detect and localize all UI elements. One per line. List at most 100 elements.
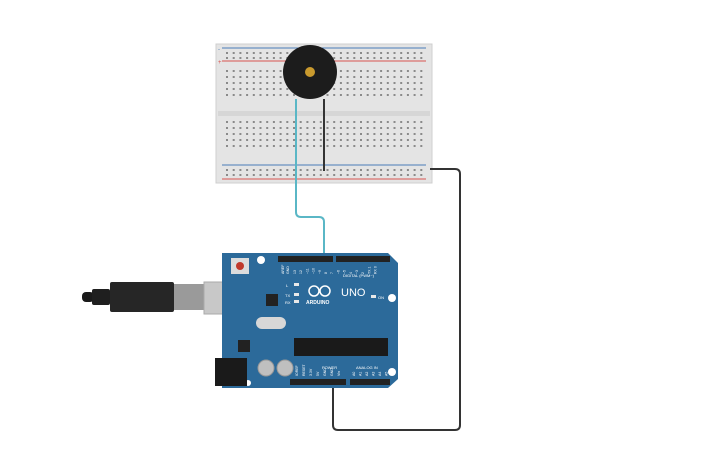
breadboard-hole[interactable] xyxy=(299,121,302,123)
breadboard-hole[interactable] xyxy=(286,127,289,129)
breadboard-hole[interactable] xyxy=(259,70,262,72)
breadboard-hole[interactable] xyxy=(239,52,242,54)
breadboard-hole[interactable] xyxy=(326,121,329,123)
breadboard-hole[interactable] xyxy=(393,145,396,147)
breadboard-hole[interactable] xyxy=(373,139,376,141)
breadboard-hole[interactable] xyxy=(353,88,356,90)
breadboard-hole[interactable] xyxy=(272,57,275,59)
breadboard-hole[interactable] xyxy=(226,139,228,141)
breadboard-hole[interactable] xyxy=(246,121,249,123)
breadboard-hole[interactable] xyxy=(252,174,255,176)
breadboard-hole[interactable] xyxy=(252,94,255,96)
breadboard-hole[interactable] xyxy=(380,121,383,123)
breadboard-hole[interactable] xyxy=(373,169,376,171)
breadboard-hole[interactable] xyxy=(413,169,416,171)
breadboard-hole[interactable] xyxy=(252,127,255,129)
breadboard-hole[interactable] xyxy=(226,88,228,90)
breadboard-hole[interactable] xyxy=(353,127,356,129)
breadboard-hole[interactable] xyxy=(380,57,383,59)
breadboard-hole[interactable] xyxy=(299,169,302,171)
breadboard-hole[interactable] xyxy=(373,82,376,84)
breadboard-hole[interactable] xyxy=(360,169,362,171)
breadboard-hole[interactable] xyxy=(339,121,342,123)
breadboard-hole[interactable] xyxy=(400,127,403,129)
breadboard-hole[interactable] xyxy=(232,121,235,123)
breadboard-hole[interactable] xyxy=(353,121,356,123)
breadboard-hole[interactable] xyxy=(400,169,403,171)
breadboard-hole[interactable] xyxy=(239,121,242,123)
breadboard-hole[interactable] xyxy=(400,145,403,147)
breadboard-hole[interactable] xyxy=(400,88,403,90)
breadboard-hole[interactable] xyxy=(319,121,322,123)
breadboard-hole[interactable] xyxy=(400,94,403,96)
breadboard-hole[interactable] xyxy=(353,57,356,59)
breadboard-hole[interactable] xyxy=(266,57,269,59)
breadboard-hole[interactable] xyxy=(380,82,383,84)
power-jack[interactable] xyxy=(215,358,247,386)
breadboard-hole[interactable] xyxy=(420,76,423,78)
breadboard-hole[interactable] xyxy=(266,174,269,176)
breadboard-hole[interactable] xyxy=(226,121,228,123)
breadboard-hole[interactable] xyxy=(393,139,396,141)
breadboard-hole[interactable] xyxy=(286,169,289,171)
breadboard-hole[interactable] xyxy=(413,88,416,90)
breadboard-hole[interactable] xyxy=(252,70,255,72)
breadboard-hole[interactable] xyxy=(413,76,416,78)
breadboard-hole[interactable] xyxy=(353,82,356,84)
breadboard-hole[interactable] xyxy=(279,121,282,123)
breadboard-hole[interactable] xyxy=(286,94,289,96)
breadboard-hole[interactable] xyxy=(279,139,282,141)
breadboard-hole[interactable] xyxy=(252,88,255,90)
breadboard-hole[interactable] xyxy=(413,133,416,135)
breadboard-hole[interactable] xyxy=(393,121,396,123)
breadboard-hole[interactable] xyxy=(386,127,389,129)
breadboard-hole[interactable] xyxy=(393,76,396,78)
breadboard-hole[interactable] xyxy=(353,174,356,176)
breadboard-hole[interactable] xyxy=(366,121,369,123)
breadboard-hole[interactable] xyxy=(386,70,389,72)
wire-ground[interactable] xyxy=(332,168,461,431)
breadboard-hole[interactable] xyxy=(266,127,269,129)
breadboard-hole[interactable] xyxy=(272,169,275,171)
breadboard-hole[interactable] xyxy=(400,57,403,59)
breadboard-hole[interactable] xyxy=(279,127,282,129)
breadboard-hole[interactable] xyxy=(252,145,255,147)
breadboard-hole[interactable] xyxy=(346,169,349,171)
breadboard-hole[interactable] xyxy=(400,76,403,78)
breadboard-hole[interactable] xyxy=(226,57,228,59)
breadboard-hole[interactable] xyxy=(386,121,389,123)
breadboard-hole[interactable] xyxy=(259,169,262,171)
breadboard-hole[interactable] xyxy=(339,133,342,135)
breadboard-hole[interactable] xyxy=(226,133,228,135)
breadboard-hole[interactable] xyxy=(319,174,322,176)
breadboard-hole[interactable] xyxy=(252,169,255,171)
breadboard-hole[interactable] xyxy=(360,82,362,84)
breadboard-hole[interactable] xyxy=(272,82,275,84)
breadboard-hole[interactable] xyxy=(279,76,282,78)
breadboard-hole[interactable] xyxy=(360,57,362,59)
breadboard-hole[interactable] xyxy=(239,70,242,72)
breadboard-hole[interactable] xyxy=(246,174,249,176)
breadboard-hole[interactable] xyxy=(420,127,423,129)
breadboard-hole[interactable] xyxy=(286,121,289,123)
breadboard-hole[interactable] xyxy=(326,169,329,171)
breadboard-hole[interactable] xyxy=(346,174,349,176)
breadboard-hole[interactable] xyxy=(246,88,249,90)
breadboard-hole[interactable] xyxy=(400,82,403,84)
breadboard-hole[interactable] xyxy=(360,88,362,90)
breadboard-hole[interactable] xyxy=(339,82,342,84)
breadboard-hole[interactable] xyxy=(239,82,242,84)
breadboard-hole[interactable] xyxy=(299,145,302,147)
breadboard-hole[interactable] xyxy=(393,52,396,54)
breadboard-hole[interactable] xyxy=(373,145,376,147)
breadboard-hole[interactable] xyxy=(380,94,383,96)
breadboard-hole[interactable] xyxy=(272,133,275,135)
analog-header[interactable] xyxy=(350,379,390,385)
breadboard-hole[interactable] xyxy=(366,70,369,72)
breadboard-hole[interactable] xyxy=(373,88,376,90)
breadboard-hole[interactable] xyxy=(413,57,416,59)
breadboard-hole[interactable] xyxy=(226,169,228,171)
breadboard-hole[interactable] xyxy=(413,94,416,96)
breadboard-hole[interactable] xyxy=(279,70,282,72)
